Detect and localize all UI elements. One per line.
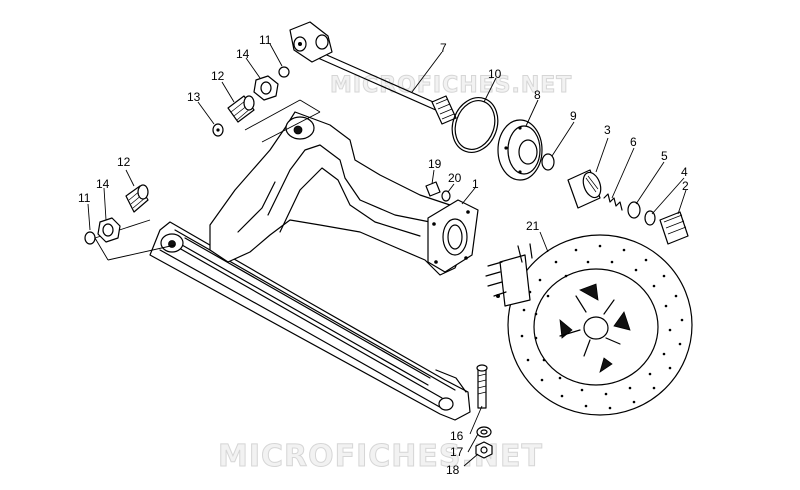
callout-20: 20 [448,171,462,185]
callout-21: 21 [526,219,540,233]
callout-8: 8 [534,88,541,102]
washer-11-top [278,66,290,78]
leader-lines [87,43,687,467]
bearing-housing-8 [497,119,543,181]
callout-19: 19 [428,157,442,171]
callout-5: 5 [661,149,668,163]
washer-11-left [84,231,96,245]
callout-14-left: 14 [96,177,110,191]
seal-9 [541,153,555,171]
callout-14-top: 14 [236,47,250,61]
disc-perforations [520,244,684,410]
watermark-top: MICROFICHES.NET [330,73,572,98]
washer-20 [441,190,451,202]
nut-14-left [97,217,121,243]
ring-4 [644,210,656,226]
callout-9: 9 [570,109,577,123]
callout-13: 13 [187,90,201,104]
splined-coupling-2 [659,211,689,245]
callout-17: 17 [450,445,464,459]
bush-3 [567,169,602,209]
spring-6 [603,193,623,211]
drive-shaft [289,21,457,125]
washer-17 [476,426,492,438]
o-ring-10 [451,97,499,153]
bolt-12-left [125,184,149,213]
callout-18: 18 [446,463,460,477]
brake-disc-hub-21 [485,234,693,416]
watermark-bottom: MICROFICHES.NET [218,439,543,474]
callout-16: 16 [450,429,464,443]
bolt-16 [476,364,488,409]
nut-14-top [253,75,279,101]
callout-12-top: 12 [211,69,225,83]
guide-line-top [244,99,321,143]
callout-6: 6 [630,135,637,149]
callout-7: 7 [440,41,447,55]
callout-11-left: 11 [78,191,91,205]
callout-1: 1 [472,177,479,191]
callout-10: 10 [488,67,502,81]
nut-18 [475,441,493,459]
callout-3: 3 [604,123,611,137]
bolt-19 [425,181,441,197]
callout-12-left: 12 [117,155,131,169]
callout-2: 2 [682,179,689,193]
swing-arm [149,111,479,421]
callout-11-top: 11 [259,33,272,47]
ring-5 [627,201,641,219]
callout-4: 4 [681,165,688,179]
bolt-12-top [227,95,255,123]
washer-13 [212,123,224,137]
